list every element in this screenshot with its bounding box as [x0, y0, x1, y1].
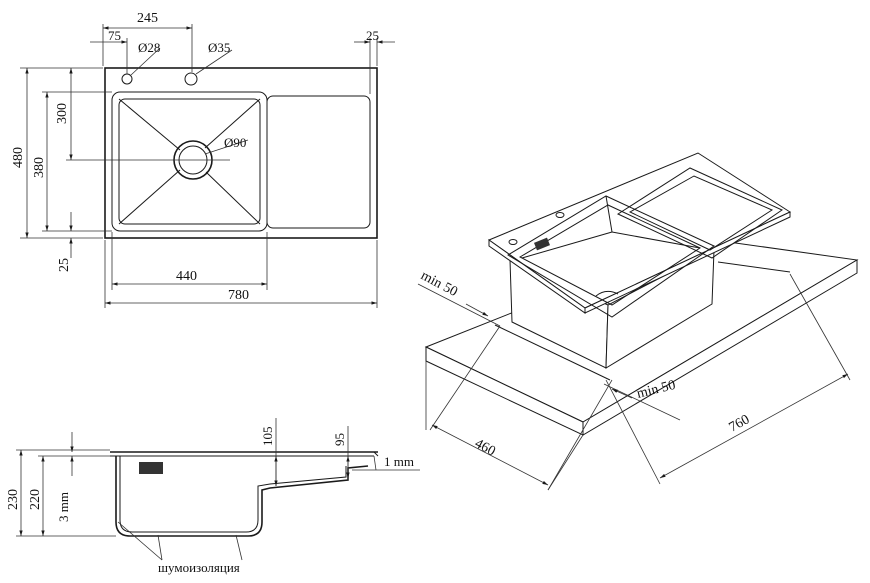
- dim-245: 245: [137, 11, 158, 26]
- drainboard-iso: [616, 167, 784, 259]
- drainboard-outline: [266, 95, 371, 229]
- drainboard-inner: [628, 175, 774, 251]
- dim-3mm: 3 mm: [56, 492, 71, 522]
- dim-105: 105: [260, 427, 275, 447]
- bowl-side-profile: [115, 456, 369, 537]
- bowl-slope-line: [204, 98, 261, 149]
- dim-1mm: 1 mm: [384, 454, 414, 469]
- bowl-inner: [118, 98, 261, 225]
- dim-75: 75: [108, 28, 121, 43]
- brand-logo-icon: [534, 237, 550, 251]
- bowl-opening: [507, 195, 716, 318]
- isometric-view: min 50 min 50 460 760: [417, 152, 859, 491]
- sink-outline-top: [104, 67, 378, 239]
- dim-25-top: 25: [366, 28, 379, 43]
- dim-480: 480: [11, 147, 26, 168]
- tap-hole-icon: [121, 73, 133, 85]
- tap-hole-iso-icon: [508, 239, 518, 245]
- dim-760: 760: [727, 412, 753, 435]
- top-view: 245 75 Ø28 Ø35 25 480 300 380 Ø90: [11, 11, 395, 308]
- tap-hole-iso-icon: [555, 212, 565, 218]
- dim-d35: Ø35: [208, 40, 230, 55]
- side-view: 230 220 3 mm 105 95 1 mm шумоизоляция: [6, 418, 420, 575]
- dim-25-left: 25: [57, 258, 72, 272]
- bowl-slope-line: [118, 98, 181, 151]
- drain-iso-icon: [595, 290, 619, 297]
- brand-logo-icon: [139, 462, 163, 474]
- bowl-slope-line: [205, 171, 261, 225]
- dim-d28: Ø28: [138, 40, 160, 55]
- countertop-side-face: [582, 259, 858, 436]
- sink-plate-edge: [584, 211, 791, 314]
- bowl-side-inner: [119, 456, 347, 533]
- dim-300: 300: [55, 103, 70, 124]
- dim-min50-left: min 50: [418, 268, 460, 300]
- dim-230: 230: [6, 489, 21, 510]
- dim-380: 380: [32, 157, 47, 178]
- dim-460: 460: [472, 436, 498, 459]
- dim-440: 440: [176, 269, 197, 284]
- noise-insulation-label: шумоизоляция: [158, 560, 240, 575]
- dim-95: 95: [332, 433, 347, 446]
- dim-d90: Ø90: [224, 135, 246, 150]
- bowl-slope-line: [118, 169, 181, 225]
- dim-220: 220: [28, 489, 43, 510]
- tap-hole-icon: [184, 72, 198, 86]
- dim-780: 780: [228, 288, 249, 303]
